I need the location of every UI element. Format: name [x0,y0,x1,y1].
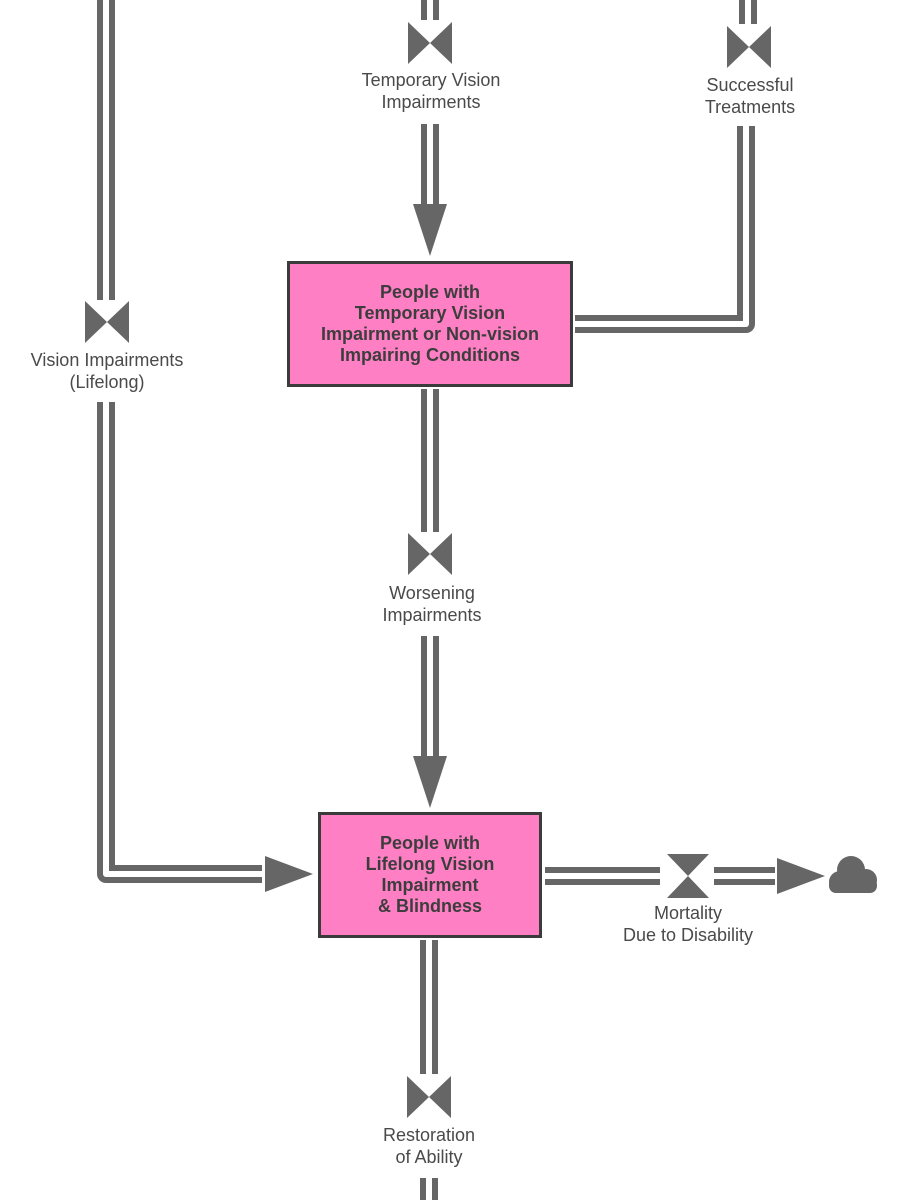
flow-label-line: (Lifelong) [69,372,145,392]
flow-label-line: Worsening [389,583,475,603]
cloud-icon [829,856,877,893]
flow-valves [85,22,771,1118]
stock-lifelong-line-1: People with [379,833,480,853]
pipe-successful-from-stock [575,126,755,333]
flow-label-worsening-impairments[interactable]: Worsening Impairments [382,582,481,626]
stock-lifelong-line-3: Impairment [381,875,479,895]
flow-label-vision-impairments-lifelong[interactable]: Vision Impairments (Lifelong) [31,349,184,393]
stock-temporary-line-4: Impairing Conditions [340,345,520,365]
flow-label-successful-treatments[interactable]: Successful Treatments [705,74,795,118]
flow-label-restoration-of-ability[interactable]: Restoration of Ability [383,1124,475,1168]
flow-label-line: of Ability [395,1147,463,1167]
flow-label-temporary-vision-impairments[interactable]: Temporary Vision Impairments [362,69,501,113]
flow-label-line: Due to Disability [622,925,754,945]
stock-temporary-line-2: Temporary Vision [354,303,506,323]
flow-label-line: Impairments [382,605,482,625]
stock-lifelong-line-4: & Blindness [377,896,482,916]
pipe-lifelong-to-stock-inner [103,402,262,877]
stock-temporary-line-3: Impairment or Non-vision [320,324,540,344]
valve-icon [667,854,709,898]
arrow-down-icon [413,204,447,256]
flow-pipes [97,0,775,1200]
flow-label-line: Treatments [704,97,796,117]
flow-label-line: Vision Impairments [30,350,184,370]
stock-temporary-line-1: People with [379,282,480,302]
valve-icon [408,22,452,64]
flow-label-line: Temporary Vision [361,70,501,90]
flow-label-line: Impairments [381,92,481,112]
arrow-right-icon [777,858,825,894]
stock-lifelong-line-2: Lifelong Vision [365,854,495,874]
cloud-part [829,878,877,893]
arrow-right-icon [265,856,313,892]
valve-icon [407,1076,451,1118]
stock-lifelong-vision-impairment[interactable]: People with Lifelong Vision Impairment &… [318,812,542,938]
flow-arrowheads [265,204,825,894]
flow-label-line: Mortality [653,903,722,923]
valve-icon [408,533,452,575]
flow-label-line: Restoration [382,1125,476,1145]
valve-icon [85,301,129,343]
flow-label-mortality-due-to-disability[interactable]: Mortality Due to Disability [623,902,753,946]
arrow-down-icon [413,756,447,808]
stock-temporary-vision-impairment[interactable]: People with Temporary Vision Impairment … [287,261,573,387]
valve-icon [727,26,771,68]
pipe-lifelong-to-stock [97,402,262,883]
flow-sinks [829,856,877,893]
flow-label-line: Successful [706,75,794,95]
pipe-successful-from-stock-inner [575,126,749,327]
